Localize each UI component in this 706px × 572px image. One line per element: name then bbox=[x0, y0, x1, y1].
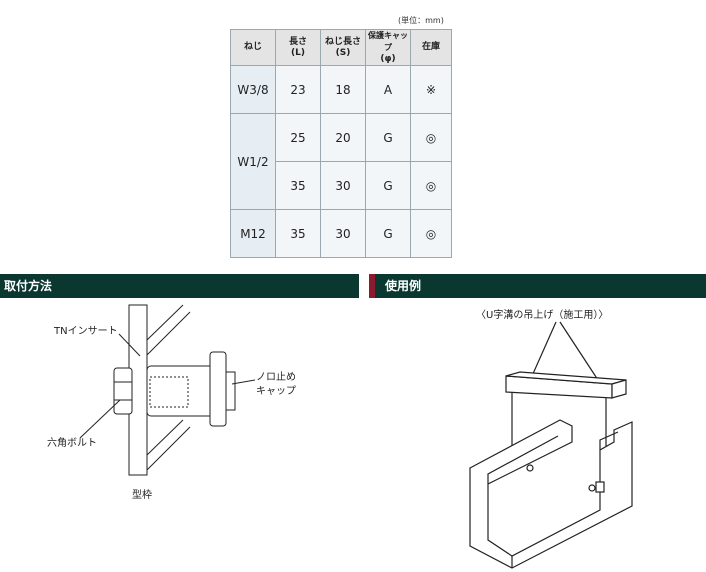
table-row: M12 35 30 G ◎ bbox=[230, 209, 452, 258]
cell-length-l: 35 bbox=[275, 161, 321, 210]
cell-length-l: 23 bbox=[275, 65, 321, 114]
label-hex-bolt: 六角ボルト bbox=[47, 438, 97, 449]
header-screw-length-main: ねじ長さ bbox=[324, 36, 361, 47]
label-tn-insert: TNインサート bbox=[54, 326, 118, 337]
cell-screw-length-s: 18 bbox=[320, 65, 366, 114]
u-channel bbox=[469, 419, 633, 569]
unit-note: (単位：mm) bbox=[398, 16, 444, 25]
stop-cap bbox=[225, 371, 236, 411]
section-accent bbox=[369, 274, 375, 298]
cell-cap: G bbox=[365, 113, 411, 162]
cell-screw-length-s: 30 bbox=[320, 161, 366, 210]
table-row: W1/2 25 20 G ◎ bbox=[230, 113, 452, 210]
header-screw: ねじ bbox=[230, 29, 276, 66]
table-row: W3/8 23 18 A ※ bbox=[230, 65, 452, 114]
cell-cap: G bbox=[365, 161, 411, 210]
cell-stock: ◎ bbox=[410, 113, 452, 162]
label-form: 型枠 bbox=[132, 490, 152, 501]
table-header-row: ねじ 長さ(L) ねじ長さ(S) 保護キャップ (φ) 在庫 bbox=[230, 29, 452, 66]
insert-marker-a bbox=[526, 464, 534, 472]
cell-stock: ◎ bbox=[410, 209, 452, 258]
example-caption: 〈U字溝の吊上げ（施工用）〉 bbox=[476, 310, 609, 321]
cell-stock: ◎ bbox=[410, 161, 452, 210]
cell-screw-length-s: 20 bbox=[320, 113, 366, 162]
header-cap: 保護キャップ (φ) bbox=[365, 29, 411, 66]
cell-cap: G bbox=[365, 209, 411, 258]
header-length-l-sub: (L) bbox=[291, 47, 305, 58]
label-cap: キャップ bbox=[256, 386, 296, 397]
bolt-head bbox=[113, 367, 133, 415]
header-screw-length-sub: (S) bbox=[335, 47, 351, 58]
section-header-example: 使用例 bbox=[369, 274, 706, 298]
cell-stock: ※ bbox=[410, 65, 452, 114]
header-cap-sub: (φ) bbox=[380, 54, 396, 64]
table-row: 35 30 G ◎ bbox=[231, 161, 452, 210]
section-title-example: 使用例 bbox=[385, 279, 422, 293]
header-length-l: 長さ(L) bbox=[275, 29, 321, 66]
header-screw-length-s: ねじ長さ(S) bbox=[320, 29, 366, 66]
spec-table: ねじ 長さ(L) ねじ長さ(S) 保護キャップ (φ) 在庫 W3/8 23 18… bbox=[230, 29, 452, 258]
cell-screw-length-s: 30 bbox=[320, 209, 366, 258]
cell-cap: A bbox=[365, 65, 411, 114]
label-stop: ノロ止め bbox=[256, 372, 296, 383]
hook-clamp bbox=[595, 481, 605, 493]
cell-screw: W1/2 bbox=[230, 113, 276, 210]
header-cap-main: 保護キャップ bbox=[368, 31, 408, 52]
cell-screw: W3/8 bbox=[230, 65, 276, 114]
insert-marker-b bbox=[588, 484, 596, 492]
section-header-mounting: 取付方法 bbox=[0, 274, 359, 298]
form-hatch bbox=[146, 304, 184, 341]
cell-length-l: 35 bbox=[275, 209, 321, 258]
header-length-l-main: 長さ bbox=[288, 36, 307, 47]
header-stock: 在庫 bbox=[410, 29, 452, 66]
